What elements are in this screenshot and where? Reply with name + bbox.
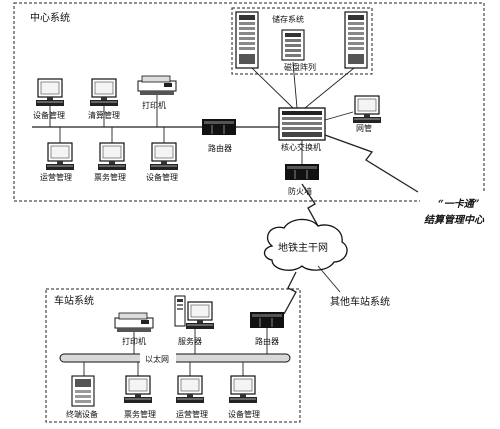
link-backbone-station [283,271,297,315]
storage-system-label: 储存系统 [272,14,304,24]
card-center: “一卡通” 结算管理中心 [420,192,498,228]
pc-clearing-mgmt-icon [89,78,119,107]
core-switch-icon [278,107,326,141]
card-center-line1: “一卡通” [438,198,480,210]
storage-zone-border [231,7,373,75]
center-printer-label: 打印机 [142,100,166,110]
net-mgmt-pc-icon [352,95,382,124]
pc-device-mgmt-top-label: 设备管理 [33,110,65,120]
link-firewall-backbone [301,183,319,227]
firewall-label: 防火墙 [288,186,312,196]
backbone-cloud: 地铁主干网 [263,218,348,271]
net-mgmt-label: 网管 [356,123,372,133]
pc-device-mgmt-top-icon [35,78,65,107]
link-other-stations [317,265,341,293]
station-server-label: 服务器 [178,336,202,346]
station-ticket-mgmt-icon [123,375,153,404]
center-zone-border [13,2,485,202]
station-ops-mgmt-label: 运营管理 [176,409,208,419]
station-zone-border [45,288,301,423]
pc-device-mgmt-bottom-label: 设备管理 [146,172,178,182]
disk-array-icon [281,29,305,61]
ethernet-bus: 以太网 [59,352,291,364]
storage-rack-left [235,11,259,69]
core-switch-label: 核心交换机 [281,142,321,152]
backbone-label: 地铁主干网 [278,241,328,254]
pc-ops-mgmt-icon [45,142,75,171]
station-router-icon [249,311,285,329]
center-system-zone: 中心系统 [13,2,485,202]
storage-system: 储存系统 磁盘阵列 [231,7,373,75]
station-device-mgmt-icon [228,375,258,404]
center-zone-title: 中心系统 [30,11,70,24]
pc-device-mgmt-bottom-icon [149,142,179,171]
station-system-zone: 车站系统 [45,288,301,423]
disk-array-label: 磁盘阵列 [284,62,316,72]
other-stations-label: 其他车站系统 [330,295,390,308]
firewall-icon [284,163,320,181]
station-device-mgmt-label: 设备管理 [228,409,260,419]
storage-rack-right [344,11,368,69]
station-ops-mgmt-icon [175,375,205,404]
station-printer-icon [114,312,154,333]
pc-ticket-mgmt-icon [97,142,127,171]
terminal-device-icon [71,375,95,407]
center-router-label: 路由器 [208,143,232,153]
center-printer-icon [137,75,177,96]
pc-ticket-mgmt-label: 票务管理 [94,172,126,182]
card-center-line2: 结算管理中心 [424,214,485,226]
station-zone-title: 车站系统 [54,294,94,307]
link-card-center [324,134,419,193]
pc-ops-mgmt-label: 运营管理 [40,172,72,182]
ethernet-label: 以太网 [145,354,169,364]
center-router-icon [201,118,237,136]
terminal-device-label: 终端设备 [66,409,98,419]
station-server-icon [174,295,215,330]
station-ticket-mgmt-label: 票务管理 [124,409,156,419]
